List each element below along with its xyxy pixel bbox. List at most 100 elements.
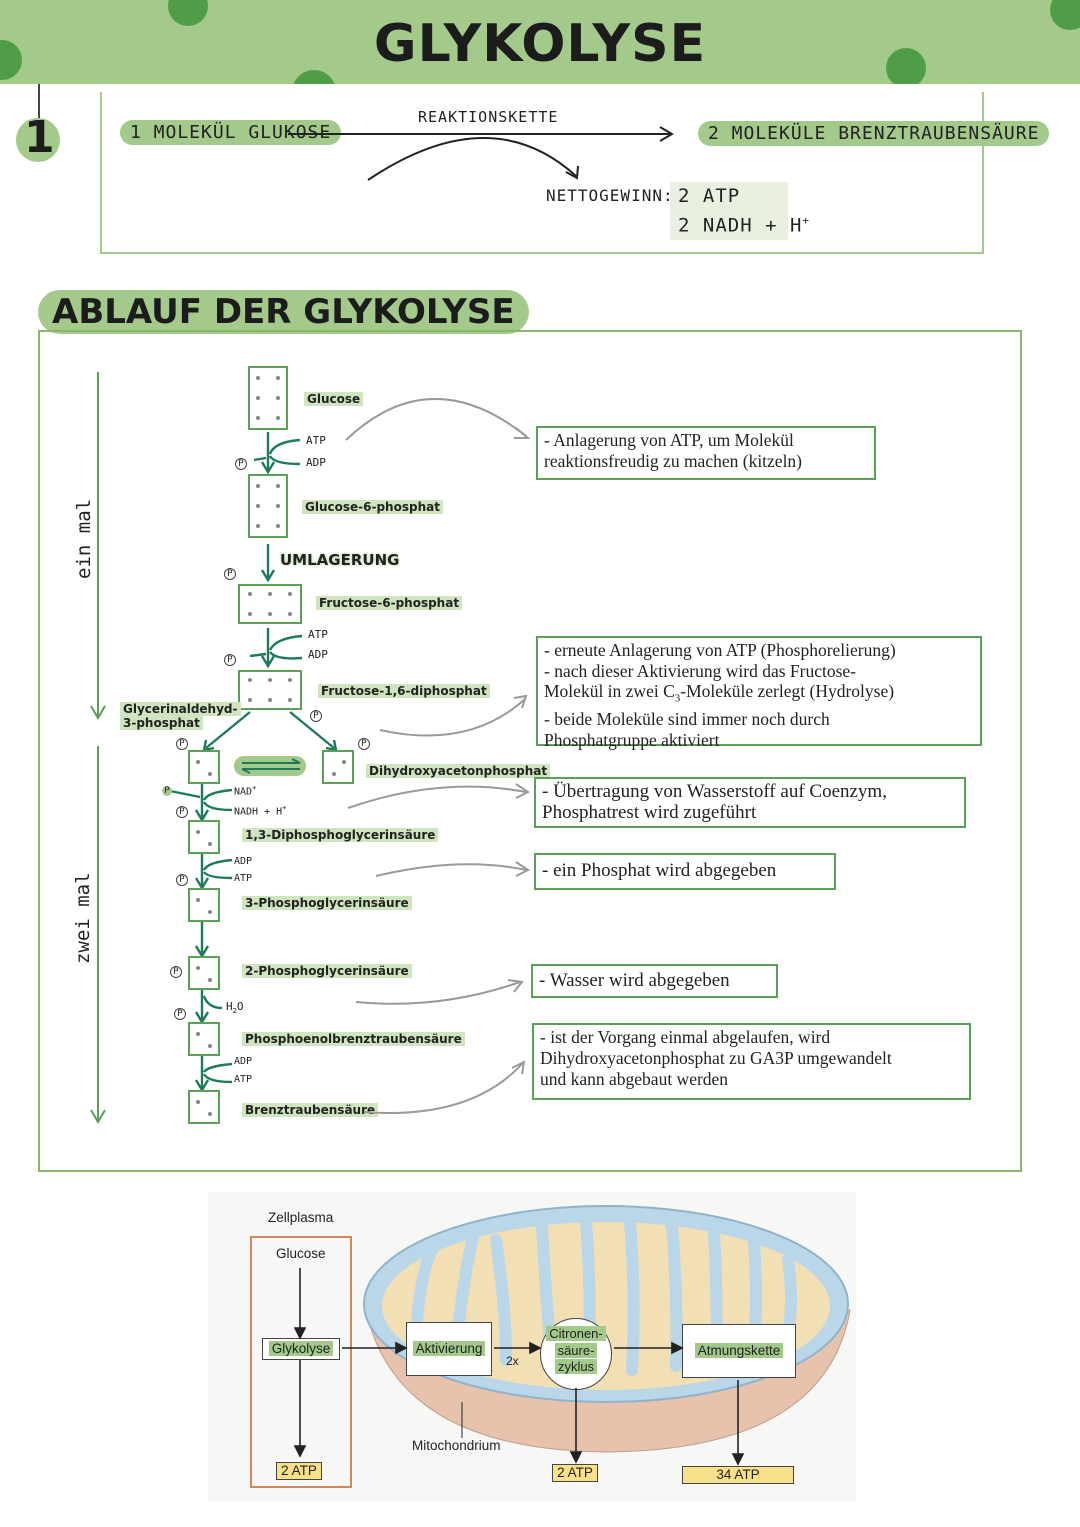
label-f16dp: Fructose-1,6-diphosphat — [318, 684, 490, 698]
label-ga3p-2: 3-phosphat — [120, 716, 203, 730]
phosphate-icon: P — [170, 966, 182, 978]
net-nadh-text: 2 NADH + H — [678, 214, 803, 237]
net-atp: 2 ATP — [678, 185, 741, 207]
cof-adp-4: ADP — [234, 1056, 253, 1067]
note-2-line: - erneute Anlagerung von ATP (Phosphorel… — [544, 640, 896, 660]
cof-nad: NAD+ — [234, 784, 256, 797]
phosphate-icon: P — [224, 654, 236, 666]
label-ga3p-1: Glycerinaldehyd- — [120, 702, 241, 716]
net-nadh: 2 NADH + H+ — [678, 214, 810, 236]
phosphate-icon: P — [176, 806, 188, 818]
atp-chain: 34 ATP — [682, 1466, 794, 1484]
phosphate-icon: P — [176, 738, 188, 750]
decor-dot — [0, 40, 22, 80]
molecule-3pg — [188, 888, 220, 922]
activation-label: Aktivierung — [412, 1341, 486, 1356]
citric-label-line: säure- — [554, 1342, 598, 1358]
molecule-bpg — [188, 820, 220, 854]
note-6-line: und kann abgebaut werden — [540, 1069, 729, 1089]
resp-chain-box: Atmungskette — [682, 1324, 796, 1378]
citric-label-line: zyklus — [554, 1359, 598, 1374]
label-twice: zwei mal — [72, 872, 94, 964]
phosphate-icon: P — [224, 568, 236, 580]
cof-atp-4: ATP — [234, 1074, 253, 1085]
cof-h2o-o: O — [236, 1000, 244, 1013]
step-line — [38, 84, 40, 118]
atp-glycolysis: 2 ATP — [276, 1462, 322, 1480]
note-4: - ein Phosphat wird abgegeben — [534, 853, 836, 890]
note-6-line: - ist der Vorgang einmal abgelaufen, wir… — [540, 1027, 831, 1047]
label-rearrange: UMLAGERUNG — [280, 551, 400, 569]
label-pyruvate: Brenztraubensäure — [242, 1103, 379, 1117]
note-2: - erneute Anlagerung von ATP (Phosphorel… — [536, 636, 982, 750]
cof-h2o-sub: 2 — [232, 1007, 237, 1016]
note-2-text: -Moleküle zerlegt (Hydrolyse) — [680, 681, 895, 701]
output-label: 2 MOLEKÜLE BRENZTRAUBENSÄURE — [698, 121, 1050, 146]
activation-box: Aktivierung — [406, 1322, 492, 1376]
note-1: - Anlagerung von ATP, um Molekül reaktio… — [536, 426, 876, 480]
note-2-line: - nach dieser Aktivierung wird das Fruct… — [544, 660, 857, 681]
label-3pg: 3-Phosphoglycerinsäure — [242, 896, 412, 910]
cof-nadh: NADH + H+ — [234, 804, 286, 817]
molecule-pyruvate — [188, 1090, 220, 1124]
side-arrows — [90, 372, 106, 1124]
decor-dot — [292, 70, 336, 84]
label-once: ein mal — [73, 498, 95, 579]
cof-atp-3: ATP — [234, 873, 253, 884]
note-6-line: Dihydroxyacetonphosphat zu GA3P umgewand… — [540, 1048, 892, 1068]
molecule-ga3p — [188, 750, 220, 784]
note-1-line: - Anlagerung von ATP, um Molekül — [544, 430, 794, 450]
phosphate-icon: P — [162, 786, 172, 796]
cof-h2o: H2O — [226, 1000, 243, 1015]
step-badge — [16, 118, 60, 162]
label-2pg: 2-Phosphoglycerinsäure — [242, 964, 412, 978]
note-2-line: Molekül in zwei C3-Moleküle zerlegt (Hyd… — [544, 681, 974, 709]
mito-cytoplasm: Zellplasma — [268, 1210, 334, 1225]
label-f6p: Fructose-6-phosphat — [316, 596, 463, 610]
note-6: - ist der Vorgang einmal abgelaufen, wir… — [532, 1023, 971, 1100]
phosphate-icon: P — [235, 458, 247, 470]
molecule-2pg — [188, 956, 220, 990]
cof-adp-2: ADP — [308, 648, 328, 661]
phosphate-icon: P — [174, 1008, 186, 1020]
section-title: ABLAUF DER GLYKOLYSE — [38, 290, 529, 334]
note-2-line: - beide Moleküle sind immer noch durch — [544, 709, 830, 729]
net-gain-label: NETTOGEWINN: — [546, 186, 674, 205]
pathway-arrows — [169, 432, 338, 1093]
note-3-line: - Übertragung von Wasserstoff auf Coenzy… — [542, 781, 887, 802]
resp-chain-label: Atmungskette — [694, 1343, 784, 1358]
note-2-sub: 3 — [674, 692, 681, 705]
mito-flow-arrows — [293, 1268, 745, 1466]
glycolysis-label: Glykolyse — [268, 1341, 334, 1356]
phosphate-icon: P — [310, 710, 322, 722]
cof-atp-1: ATP — [306, 434, 326, 447]
note-arrows — [345, 398, 531, 1114]
label-pep: Phosphoenolbrenztraubensäure — [242, 1032, 465, 1046]
chain-label: REAKTIONSKETTE — [418, 108, 559, 126]
page-title: GLYKOLYSE — [373, 14, 707, 74]
citric-cycle-label: Citronen- säure- zyklus — [540, 1326, 612, 1376]
cof-nadh-sup: + — [282, 804, 287, 812]
molecule-glucose — [248, 366, 288, 430]
label-bpg: 1,3-Diphosphoglycerinsäure — [242, 828, 439, 842]
note-5: - Wasser wird abgegeben — [531, 964, 778, 998]
label-g6p: Glucose-6-phosphat — [302, 500, 443, 514]
reaction-arrows — [288, 126, 674, 181]
summary-box — [100, 92, 984, 254]
mito-glucose: Glucose — [276, 1246, 326, 1261]
decor-dot — [886, 48, 926, 84]
cof-atp-2: ATP — [308, 628, 328, 641]
times-two: 2x — [506, 1354, 519, 1368]
phosphate-icon: P — [176, 874, 188, 886]
glycolysis-box: Glykolyse — [262, 1338, 340, 1360]
cof-adp-1: ADP — [306, 456, 326, 469]
note-3-line: Phosphatrest wird zugeführt — [542, 802, 757, 823]
cof-nad-sup: + — [252, 784, 257, 792]
note-3: - Übertragung von Wasserstoff auf Coenzy… — [534, 777, 966, 828]
input-label: 1 MOLEKÜL GLUKOSE — [120, 120, 342, 145]
cof-h2o-h: H — [226, 1000, 233, 1013]
label-dhap: Dihydroxyacetonphosphat — [366, 764, 551, 778]
cof-adp-3: ADP — [234, 856, 253, 867]
label-glucose: Glucose — [304, 392, 364, 406]
atp-citric: 2 ATP — [552, 1464, 598, 1482]
